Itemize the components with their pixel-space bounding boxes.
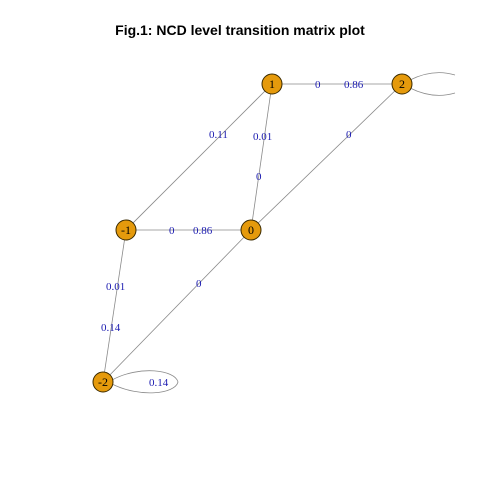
edge-label-1-0-b: 0 bbox=[256, 171, 262, 183]
edge-label-1-2-a: 0 bbox=[315, 79, 321, 91]
edge-label-0-m2: 0 bbox=[196, 278, 202, 290]
edge-1-0 bbox=[250, 83, 273, 231]
node-0: 0 bbox=[240, 219, 262, 241]
svg-text:-1: -1 bbox=[121, 223, 131, 237]
edge-label-m1-0-a: 0 bbox=[169, 225, 175, 237]
figure-title: Fig.1: NCD level transition matrix plot bbox=[115, 22, 365, 38]
node-m2: -2 bbox=[92, 371, 114, 393]
edge-1-m1 bbox=[125, 83, 273, 231]
edge-label-1-m1: 0.11 bbox=[209, 129, 228, 141]
node-2: 2 bbox=[391, 73, 413, 95]
svg-text:-2: -2 bbox=[98, 375, 108, 389]
svg-text:2: 2 bbox=[399, 77, 405, 91]
self-loop-m2 bbox=[111, 370, 179, 394]
edge-0-m2 bbox=[102, 229, 252, 383]
edge-label-m1-0-b: 0.86 bbox=[193, 225, 213, 237]
edge-m1-m2 bbox=[102, 229, 127, 383]
svg-text:1: 1 bbox=[269, 77, 275, 91]
edge-label-m2-m2: 0.14 bbox=[149, 377, 169, 389]
edge-label-1-0-a: 0.01 bbox=[253, 131, 272, 143]
node-1: 1 bbox=[261, 73, 283, 95]
self-loop-2 bbox=[409, 72, 456, 96]
edge-label-2-0: 0 bbox=[346, 129, 352, 141]
edge-label-m1-m2-b: 0.14 bbox=[101, 322, 121, 334]
svg-text:0: 0 bbox=[248, 223, 254, 237]
node-m1: -1 bbox=[115, 219, 137, 241]
edge-label-m1-m2-a: 0.01 bbox=[106, 281, 125, 293]
edge-label-1-2-b: 0.86 bbox=[344, 79, 364, 91]
edge-2-0 bbox=[250, 83, 403, 231]
